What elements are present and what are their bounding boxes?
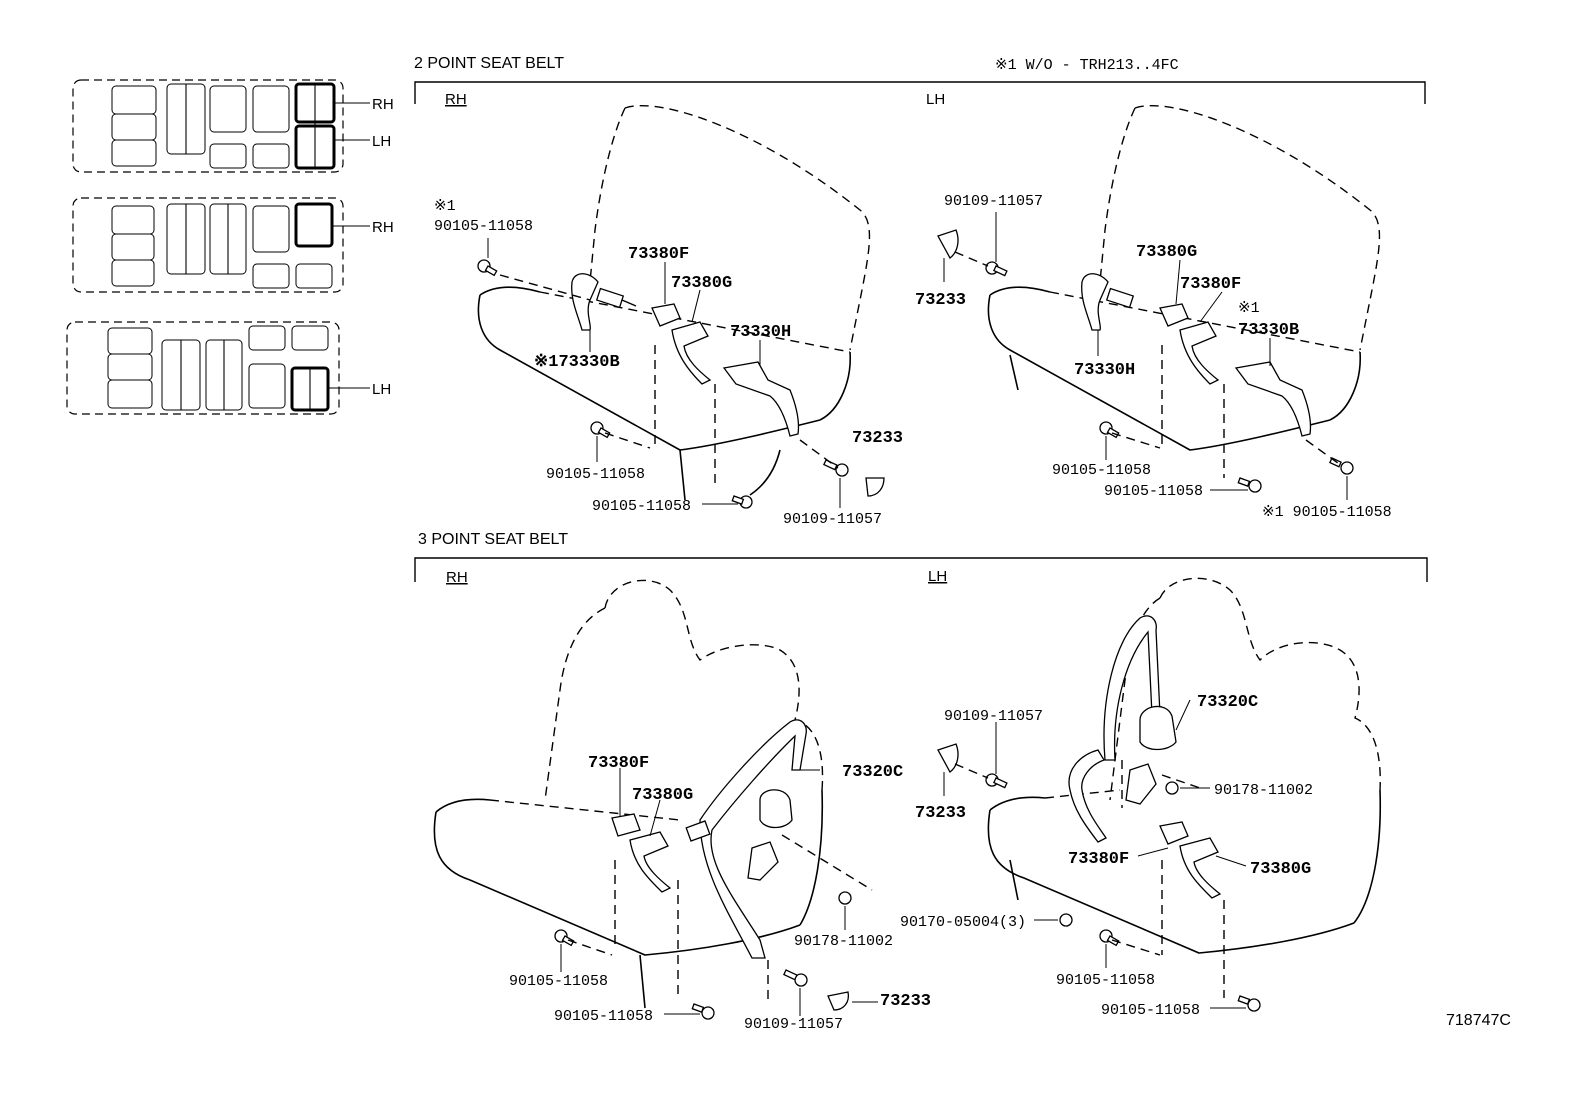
label-2p-rh-73330h: 73330H [730,323,791,342]
label-2p-lh-bolt-c: ※1 90105-11058 [1262,504,1392,521]
label-3p-lh-73233: 73233 [915,804,966,823]
leaders-3point-lh [943,699,1247,1009]
applicability-note: ※1 W/O - TRH213..4FC [995,57,1179,74]
label-3p-rh-bolt-c: 90109-11057 [744,1016,843,1033]
section-title-2point: 2 POINT SEAT BELT [414,55,564,72]
label-2p-rh-73380g: 73380G [671,274,732,293]
label-2p-lh-bolt-b: 90105-11058 [1104,483,1203,500]
label-3p-lh-73380f: 73380F [1068,850,1129,869]
label-2p-rh-bolt-top: 90105-11058 [434,218,533,235]
section-frame-3point [414,557,1428,582]
label-2p-lh-73330b: 73330B [1238,321,1299,340]
belt-parts-3point-lh [937,615,1261,1012]
label-3p-rh-73233: 73233 [880,992,931,1011]
label-2p-rh-bolt-a: 90105-11058 [546,466,645,483]
label-2p-lh-73380f: 73380F [1180,275,1241,294]
label-2p-rh-note: ※1 [434,198,456,215]
box1-lh-label: LH [372,133,391,150]
label-3p-rh-nut: 90178-11002 [794,933,893,950]
leaders-2point-rh [487,238,841,508]
seat-3point-lh [987,577,1382,954]
label-3p-lh-73320c: 73320C [1197,693,1258,712]
side-label-3point-lh: LH [928,568,947,585]
layout-box-2 [72,197,344,293]
layout-box-2-seats [111,202,334,289]
leaders-2point-lh [943,212,1348,500]
part-labels-3point-lh: 90109-11057 73233 73320C 90178-11002 733… [900,693,1313,1019]
label-2p-rh-73233: 73233 [852,429,903,448]
seat-2point-rh [477,104,871,501]
part-labels-2point-lh: 90109-11057 73233 73380G 73380F ※1 73330… [915,193,1392,521]
label-3p-rh-bolt-b: 90105-11058 [554,1008,653,1025]
leaders-3point-rh [560,768,878,1016]
belt-parts-2point-rh [477,259,885,509]
label-2p-rh-73380f: 73380F [628,245,689,264]
belt-parts-3point-rh [554,719,852,1020]
label-3p-lh-nut-b: 90170-05004(3) [900,914,1026,931]
section-title-3point: 3 POINT SEAT BELT [418,531,568,548]
layout-box-3 [66,321,340,415]
seat-layout-index: RH LH RH [66,79,394,415]
label-3p-lh-bolt-a: 90105-11058 [1056,972,1155,989]
box3-lh-label: LH [372,381,391,398]
side-label-2point-rh: RH [445,91,467,108]
label-3p-rh-bolt-a: 90105-11058 [509,973,608,990]
label-2p-rh-73330b: ※173330B [534,353,620,372]
label-2p-lh-note: ※1 [1238,300,1260,317]
label-2p-lh-73330h: 73330H [1074,361,1135,380]
figure-id: 718747C [1446,1012,1511,1029]
label-2p-rh-bolt-b: 90105-11058 [592,498,691,515]
layout-box-1-seats [111,82,336,170]
seat-2point-lh [987,104,1381,451]
label-3p-lh-bolt-top: 90109-11057 [944,708,1043,725]
label-2p-lh-bolt-a: 90105-11058 [1052,462,1151,479]
belt-parts-2point-lh [937,229,1354,493]
side-label-3point-rh: RH [446,569,468,586]
label-3p-lh-nut: 90178-11002 [1214,782,1313,799]
label-3p-rh-73320c: 73320C [842,763,903,782]
label-2p-lh-73233: 73233 [915,291,966,310]
label-3p-rh-73380g: 73380G [632,786,693,805]
part-labels-3point-rh: 73380F 73380G 73320C 90178-11002 90105-1… [509,754,931,1033]
label-2p-rh-bolt-c: 90109-11057 [783,511,882,528]
label-2p-lh-bolt-top: 90109-11057 [944,193,1043,210]
layout-box-1 [72,79,344,173]
side-label-2point-lh: LH [926,91,945,108]
part-labels-2point-rh: ※1 90105-11058 73380F 73380G 73330H ※173… [434,198,903,528]
box1-rh-label: RH [372,96,394,113]
layout-box-3-seats [107,325,330,412]
label-3p-lh-73380g: 73380G [1250,860,1311,879]
label-3p-lh-bolt-b: 90105-11058 [1101,1002,1200,1019]
box2-rh-label: RH [372,219,394,236]
label-2p-lh-73380g: 73380G [1136,243,1197,262]
label-3p-rh-73380f: 73380F [588,754,649,773]
section-frame-2point [414,81,1426,104]
